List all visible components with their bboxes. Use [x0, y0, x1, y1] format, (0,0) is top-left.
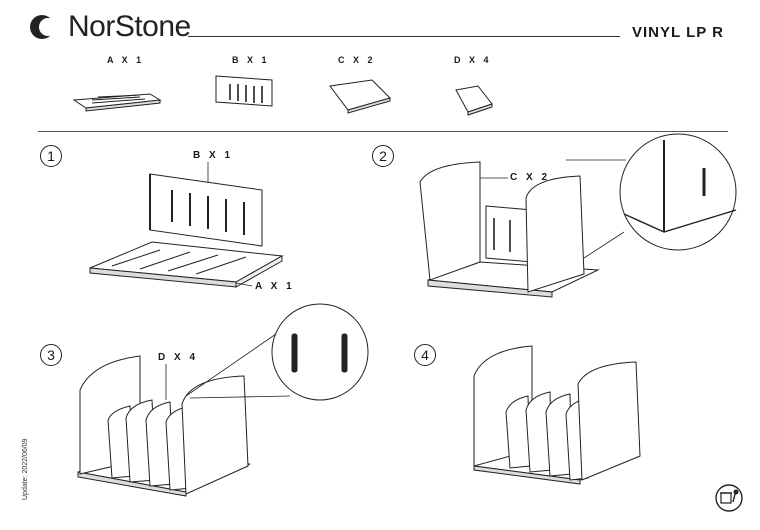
- callout-b: B X 1: [193, 150, 234, 161]
- product-title: VINYL LP R: [632, 24, 724, 41]
- part-a-base-plate: [72, 93, 162, 112]
- callout-a: A X 1: [255, 281, 295, 292]
- step1-base-plate: [89, 241, 284, 288]
- step-number-2: 2: [372, 145, 394, 167]
- callout-d: D X 4: [158, 352, 199, 363]
- step3-zoom-circle: [185, 303, 369, 401]
- step-number-1: 1: [40, 145, 62, 167]
- part-c-side-panel: [329, 79, 391, 114]
- step3-assembly: [77, 355, 251, 497]
- section-divider: [38, 131, 728, 132]
- step2-assembly: [419, 161, 600, 298]
- step-number-3: 3: [40, 344, 62, 366]
- callout-c: C X 2: [510, 172, 551, 183]
- part-label-c: C X 2: [338, 55, 376, 65]
- part-d-divider: [455, 85, 493, 116]
- part-b-back-panel: [215, 75, 273, 107]
- step4-assembly: [473, 345, 641, 485]
- part-label-a: A X 1: [107, 55, 145, 65]
- logo-mark-icon: [30, 15, 57, 39]
- header-rule: [188, 36, 620, 37]
- step1-back-panel: [149, 162, 263, 247]
- step2-zoom-circle: [566, 133, 737, 259]
- recycle-bin-icon: [715, 484, 743, 512]
- step-number-4: 4: [414, 344, 436, 366]
- part-label-d: D X 4: [454, 55, 492, 65]
- brand-logo: NorStone: [28, 10, 191, 44]
- part-label-b: B X 1: [232, 55, 270, 65]
- brand-name: NorStone: [68, 10, 191, 43]
